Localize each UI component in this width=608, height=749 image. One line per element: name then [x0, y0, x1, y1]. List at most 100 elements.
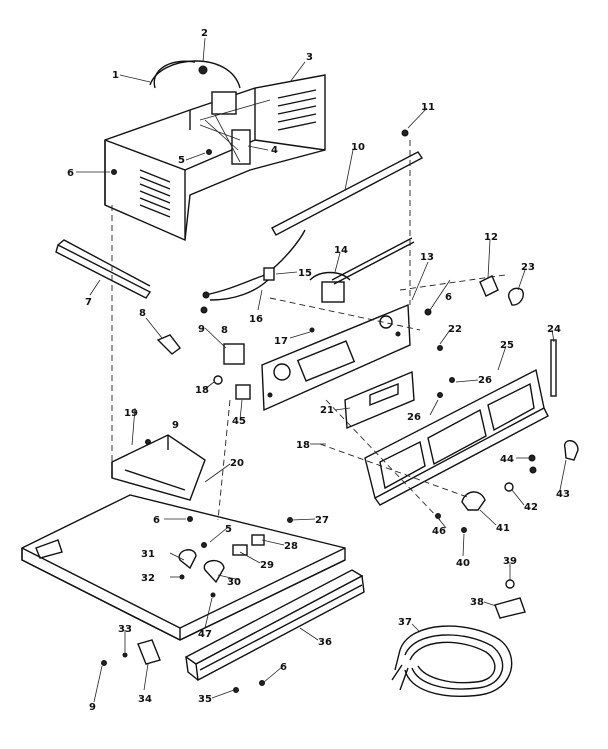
- base-plate: [21, 494, 346, 641]
- power-cord: [391, 625, 513, 697]
- callout-17: 17: [274, 336, 288, 347]
- callout-29: 29: [260, 560, 274, 571]
- callout-30: 30: [227, 577, 241, 588]
- callout-24: 24: [547, 324, 561, 335]
- switch: [223, 343, 245, 365]
- callout-11: 11: [421, 102, 435, 113]
- callout-9c: 9: [89, 702, 96, 713]
- front-rail: [184, 569, 365, 682]
- clock-timer: [344, 370, 415, 430]
- callout-43: 43: [556, 489, 570, 500]
- callout-6: 6: [67, 168, 74, 179]
- callout-10: 10: [351, 142, 365, 153]
- callout-7: 7: [85, 297, 92, 308]
- alignment-lines: [111, 140, 506, 521]
- callout-36: 36: [318, 637, 332, 648]
- callout-4: 4: [271, 145, 278, 156]
- callout-12: 12: [484, 232, 498, 243]
- callout-32: 32: [141, 573, 155, 584]
- screw: [449, 377, 455, 383]
- callout-5: 5: [178, 155, 185, 166]
- screw: [401, 129, 409, 137]
- screw: [461, 527, 467, 533]
- screw: [309, 327, 315, 333]
- callout-26b: 26: [407, 412, 421, 423]
- callout-47: 47: [198, 629, 212, 640]
- nut: [505, 579, 515, 589]
- callout-23: 23: [521, 262, 535, 273]
- clamp: [198, 65, 208, 75]
- callout-2: 2: [201, 28, 208, 39]
- side-bracket: [55, 243, 152, 299]
- callout-19: 19: [124, 408, 138, 419]
- spacer: [504, 482, 514, 492]
- leader-lines: [76, 37, 567, 703]
- callout-40: 40: [456, 558, 470, 569]
- callout-26: 26: [478, 375, 492, 386]
- callout-3: 3: [306, 52, 313, 63]
- clip: [232, 544, 248, 556]
- callout-18b: 18: [296, 440, 310, 451]
- callout-9b: 9: [172, 420, 179, 431]
- screw: [145, 439, 151, 445]
- knob-cap: [564, 440, 579, 461]
- cord-clamp: [203, 560, 225, 584]
- wire-harness: [200, 229, 306, 314]
- connector: [263, 267, 275, 281]
- screw: [210, 592, 216, 598]
- control-box-housing: [104, 60, 326, 242]
- callout-20: 20: [230, 458, 244, 469]
- callout-1: 1: [112, 70, 119, 81]
- callout-18: 18: [195, 385, 209, 396]
- screw: [233, 687, 239, 693]
- callout-8b: 8: [221, 325, 228, 336]
- washer: [213, 375, 223, 385]
- callout-16: 16: [249, 314, 263, 325]
- bracket: [137, 639, 161, 665]
- callout-31: 31: [141, 549, 155, 560]
- callout-9: 9: [198, 324, 205, 335]
- control-panel: [261, 303, 411, 412]
- knob-large: [461, 491, 486, 511]
- callout-5b: 5: [225, 524, 232, 535]
- screw: [206, 149, 212, 155]
- callout-14: 14: [334, 245, 348, 256]
- screw: [111, 169, 117, 175]
- callout-46: 46: [432, 526, 446, 537]
- callout-28: 28: [284, 541, 298, 552]
- callout-25: 25: [500, 340, 514, 351]
- callout-33: 33: [118, 624, 132, 635]
- rod: [550, 339, 557, 397]
- callout-34: 34: [138, 694, 152, 705]
- lamp-socket: [156, 334, 181, 355]
- callout-41: 41: [496, 523, 510, 534]
- screw: [287, 517, 293, 523]
- cord-bracket: [494, 597, 526, 619]
- trim-bracket: [111, 434, 206, 501]
- callout-22: 22: [448, 324, 462, 335]
- bracket: [235, 384, 251, 400]
- knob: [508, 287, 524, 306]
- callout-35: 35: [198, 694, 212, 705]
- screw: [179, 574, 185, 580]
- callout-42: 42: [524, 502, 538, 513]
- screw: [437, 392, 443, 398]
- timer-motor: [309, 237, 415, 303]
- callout-6d: 6: [280, 662, 287, 673]
- callout-21: 21: [320, 405, 334, 416]
- callout-38: 38: [470, 597, 484, 608]
- terminal-block: [199, 114, 251, 165]
- callout-27: 27: [315, 515, 329, 526]
- knob-small: [529, 466, 537, 474]
- screw: [187, 516, 193, 522]
- screw: [259, 680, 265, 686]
- callout-6c: 6: [153, 515, 160, 526]
- screw: [201, 542, 207, 548]
- screw: [122, 652, 128, 658]
- callout-39: 39: [503, 556, 517, 567]
- knob-insert: [479, 275, 499, 297]
- callout-44: 44: [500, 454, 514, 465]
- screw: [101, 660, 107, 666]
